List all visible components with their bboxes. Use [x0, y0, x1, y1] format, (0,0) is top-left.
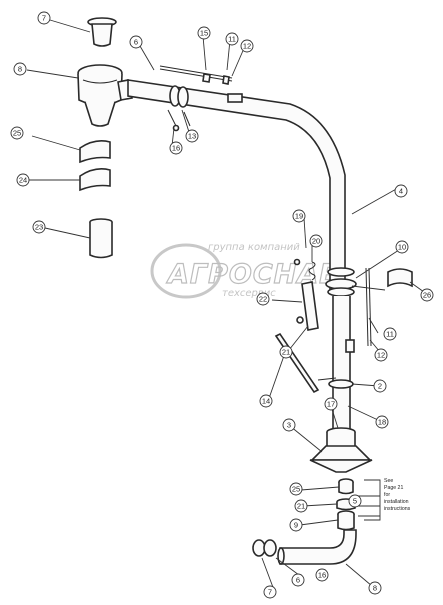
- svg-text:11: 11: [228, 35, 236, 44]
- svg-text:24: 24: [19, 176, 27, 185]
- svg-text:7: 7: [268, 588, 272, 597]
- part-sleeve: [89, 218, 113, 259]
- watermark-top-text: группа компаний: [208, 242, 300, 253]
- callout-11-top: 11: [225, 32, 239, 46]
- callout-3: 3: [282, 418, 296, 432]
- part-half-shell-b: [79, 168, 111, 192]
- part-hopper-funnel: [77, 64, 123, 127]
- svg-text:6: 6: [134, 38, 138, 47]
- callout-25-top: 25: [10, 126, 24, 140]
- callout-7-bottom: 7: [263, 585, 277, 599]
- svg-text:15: 15: [200, 29, 208, 38]
- callout-25-bottom: 25: [289, 482, 303, 496]
- callout-4: 4: [394, 184, 408, 198]
- svg-text:8: 8: [373, 584, 377, 593]
- svg-text:2: 2: [378, 382, 382, 391]
- svg-text:21: 21: [297, 502, 305, 511]
- svg-text:16: 16: [172, 144, 180, 153]
- callout-11-mid: 11: [383, 327, 397, 341]
- callout-23: 23: [32, 220, 46, 234]
- svg-text:6: 6: [296, 576, 300, 585]
- callout-7-top: 7: [37, 11, 51, 25]
- callout-12-top: 12: [240, 39, 254, 53]
- callout-26: 26: [420, 288, 434, 302]
- svg-text:12: 12: [377, 351, 385, 360]
- callout-20: 20: [309, 234, 323, 248]
- part-cup-small: [87, 17, 117, 47]
- svg-text:17: 17: [327, 400, 335, 409]
- part-hose-clamps: [252, 539, 277, 557]
- callout-24-left: 24: [16, 173, 30, 187]
- callout-8-top: 8: [13, 62, 27, 76]
- callout-10: 10: [395, 240, 409, 254]
- svg-text:4: 4: [399, 187, 403, 196]
- callout-21-bottom: 21: [294, 499, 308, 513]
- callout-22: 22: [256, 292, 270, 306]
- callout-19: 19: [292, 209, 306, 223]
- watermark-bottom-text: техсервис: [222, 288, 276, 299]
- installation-note: See Page 21 for installation instruction…: [384, 478, 411, 512]
- note-line-5: instructions: [384, 506, 411, 512]
- svg-text:5: 5: [353, 497, 357, 506]
- svg-text:25: 25: [13, 129, 21, 138]
- svg-text:22: 22: [259, 295, 267, 304]
- svg-text:20: 20: [312, 237, 320, 246]
- svg-text:21: 21: [282, 348, 290, 357]
- callout-16-bottom: 16: [315, 568, 329, 582]
- callout-16-top: 16: [169, 141, 183, 155]
- callout-6-top: 6: [129, 35, 143, 49]
- callout-2: 2: [373, 379, 387, 393]
- note-line-2: Page 21: [384, 485, 403, 491]
- svg-text:23: 23: [35, 223, 43, 232]
- part-collar-stack: [336, 478, 356, 531]
- svg-text:9: 9: [294, 521, 298, 530]
- svg-text:26: 26: [423, 291, 431, 300]
- callout-6-bottom: 6: [291, 573, 305, 587]
- callout-15: 15: [197, 26, 211, 40]
- main-tube: [117, 65, 346, 291]
- note-bracket: [356, 479, 381, 521]
- svg-text:10: 10: [398, 243, 406, 252]
- callout-group: 7 6 8 13 11 12 15 16 25 24 23 4 19 10 20…: [10, 11, 434, 599]
- vertical-tube-lower: [274, 258, 413, 431]
- callout-13: 13: [185, 129, 199, 143]
- svg-text:3: 3: [287, 421, 291, 430]
- svg-text:19: 19: [295, 212, 303, 221]
- watermark-ring: [150, 243, 222, 299]
- part-cone-base: [309, 427, 373, 473]
- callout-17: 17: [324, 397, 338, 411]
- svg-text:14: 14: [262, 397, 270, 406]
- callout-8-bottom: 8: [368, 581, 382, 595]
- svg-text:18: 18: [378, 418, 386, 427]
- callout-9: 9: [289, 518, 303, 532]
- svg-text:11: 11: [386, 330, 394, 339]
- callout-21-mid: 21: [279, 345, 293, 359]
- part-elbow-pipe: [277, 529, 357, 565]
- callout-5: 5: [348, 494, 362, 508]
- callout-18: 18: [375, 415, 389, 429]
- note-line-3: for: [384, 492, 390, 498]
- svg-text:16: 16: [318, 571, 326, 580]
- svg-text:8: 8: [18, 65, 22, 74]
- svg-text:7: 7: [42, 14, 46, 23]
- svg-text:13: 13: [188, 132, 196, 141]
- note-line-4: installation: [384, 499, 409, 505]
- callout-12-mid: 12: [374, 348, 388, 362]
- part-half-shell-a: [79, 140, 111, 164]
- callout-14: 14: [259, 394, 273, 408]
- note-line-1: See: [384, 478, 393, 484]
- svg-text:25: 25: [292, 485, 300, 494]
- svg-text:12: 12: [243, 42, 251, 51]
